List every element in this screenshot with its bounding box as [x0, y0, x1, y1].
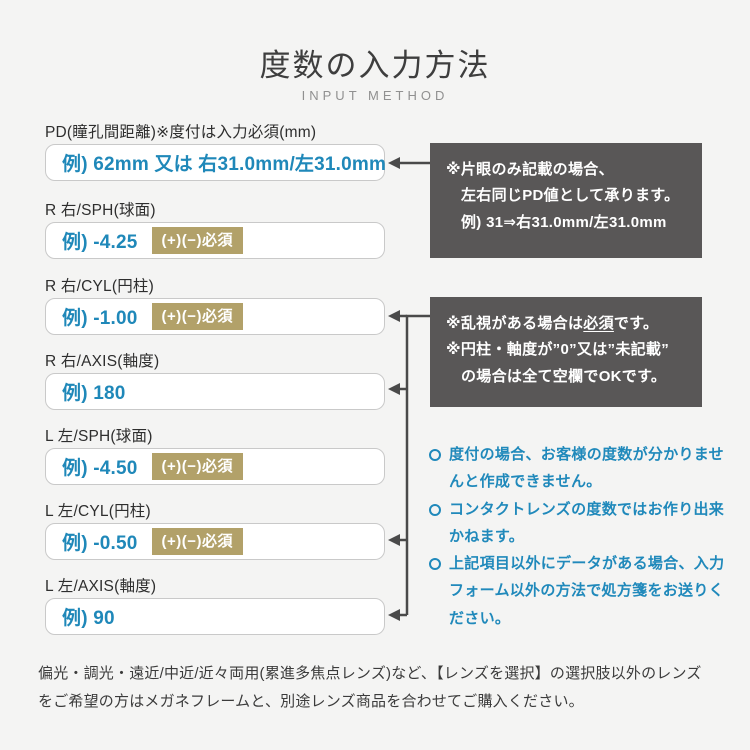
circle-bullet-icon — [429, 503, 441, 516]
arrowhead-left-icon — [388, 609, 400, 621]
required-sign-badge: (+)(−)必須 — [151, 227, 244, 254]
list-item: 上記項目以外にデータがある場合、入力フォーム以外の方法で処方箋をお送りください。 — [428, 550, 728, 632]
example-value-pd: 例) 62mm 又は 右31.0mm/左31.0mm — [62, 154, 387, 175]
r-sph-input[interactable]: 例) -4.25 (+)(−)必須 — [45, 222, 385, 259]
field-label-r-cyl: R 右/CYL(円柱) — [45, 278, 154, 295]
notes-list: 度付の場合、お客様の度数が分かりませんと作成できません。 コンタクトレンズの度数… — [428, 441, 728, 632]
callout-line: 例) 31⇒右31.0mm/左31.0mm — [461, 213, 667, 231]
callout-line: ※片眼のみ記載の場合、 — [446, 161, 614, 178]
required-sign-badge: (+)(−)必須 — [151, 528, 244, 555]
callout-line: の場合は全て空欄でOKです。 — [461, 367, 667, 385]
l-axis-input[interactable]: 例) 90 — [45, 598, 385, 635]
note-text: 上記項目以外にデータがある場合、入力フォーム以外の方法で処方箋をお送りください。 — [449, 555, 725, 627]
field-label-l-cyl: L 左/CYL(円柱) — [45, 503, 151, 520]
field-label-l-sph: L 左/SPH(球面) — [45, 428, 153, 445]
arrowhead-left-icon — [388, 310, 400, 322]
field-label-r-sph: R 右/SPH(球面) — [45, 202, 156, 219]
l-sph-input[interactable]: 例) -4.50 (+)(−)必須 — [45, 448, 385, 485]
field-l-cyl: L 左/CYL(円柱) 例) -0.50 (+)(−)必須 — [45, 499, 385, 560]
list-item: コンタクトレンズの度数ではお作り出来かねます。 — [428, 496, 728, 551]
callout-line: ※乱視がある場合は必須です。 — [446, 315, 659, 332]
l-cyl-input[interactable]: 例) -0.50 (+)(−)必須 — [45, 523, 385, 560]
example-value-l-axis: 例) 90 — [62, 608, 115, 629]
field-label-r-axis: R 右/AXIS(軸度) — [45, 353, 160, 370]
required-sign-badge: (+)(−)必須 — [151, 453, 244, 480]
pd-input[interactable]: 例) 62mm 又は 右31.0mm/左31.0mm — [45, 144, 387, 181]
note-text: コンタクトレンズの度数ではお作り出来かねます。 — [449, 500, 725, 545]
field-label-pd: PD(瞳孔間距離)※度付は入力必須(mm) — [45, 124, 317, 141]
field-pd: PD(瞳孔間距離)※度付は入力必須(mm) 例) 62mm 又は 右31.0mm… — [45, 120, 386, 181]
list-item: 度付の場合、お客様の度数が分かりませんと作成できません。 — [428, 441, 728, 496]
callout-line: ※円柱・軸度が”0”又は”未記載” — [446, 341, 670, 359]
example-value-r-sph: 例) -4.25 — [62, 232, 138, 253]
required-sign-badge: (+)(−)必須 — [151, 303, 244, 330]
cyl-axis-note-callout: ※乱視がある場合は必須です。 ※円柱・軸度が”0”又は”未記載” の場合は全て空… — [430, 297, 702, 407]
field-l-axis: L 左/AXIS(軸度) 例) 90 — [45, 574, 385, 635]
page-subtitle: INPUT METHOD — [301, 88, 449, 103]
note-text: 度付の場合、お客様の度数が分かりませんと作成できません。 — [449, 446, 724, 491]
arrowhead-left-icon — [388, 534, 400, 546]
r-cyl-input[interactable]: 例) -1.00 (+)(−)必須 — [45, 298, 385, 335]
field-label-l-axis: L 左/AXIS(軸度) — [45, 578, 157, 595]
field-r-sph: R 右/SPH(球面) 例) -4.25 (+)(−)必須 — [45, 198, 385, 259]
page-title: 度数の入力方法 — [259, 48, 491, 83]
circle-bullet-icon — [429, 449, 441, 461]
lens-purchase-note: 偏光・調光・遠近/中近/近々両用(累進多焦点レンズ)など、【レンズを選択】の選択… — [38, 665, 702, 710]
r-axis-input[interactable]: 例) 180 — [45, 373, 385, 410]
arrowhead-left-icon — [388, 157, 400, 169]
example-value-l-sph: 例) -4.50 — [62, 458, 138, 479]
example-value-r-cyl: 例) -1.00 — [62, 308, 138, 329]
field-l-sph: L 左/SPH(球面) 例) -4.50 (+)(−)必須 — [45, 424, 385, 485]
circle-bullet-icon — [429, 558, 441, 571]
field-r-cyl: R 右/CYL(円柱) 例) -1.00 (+)(−)必須 — [45, 274, 385, 335]
pd-note-callout: ※片眼のみ記載の場合、 左右同じPD値として承ります。 例) 31⇒右31.0m… — [430, 143, 702, 258]
example-value-r-axis: 例) 180 — [62, 383, 126, 404]
field-r-axis: R 右/AXIS(軸度) 例) 180 — [45, 349, 385, 410]
callout-line: 左右同じPD値として承ります。 — [461, 187, 680, 205]
example-value-l-cyl: 例) -0.50 — [62, 533, 138, 554]
arrowhead-left-icon — [388, 383, 400, 395]
